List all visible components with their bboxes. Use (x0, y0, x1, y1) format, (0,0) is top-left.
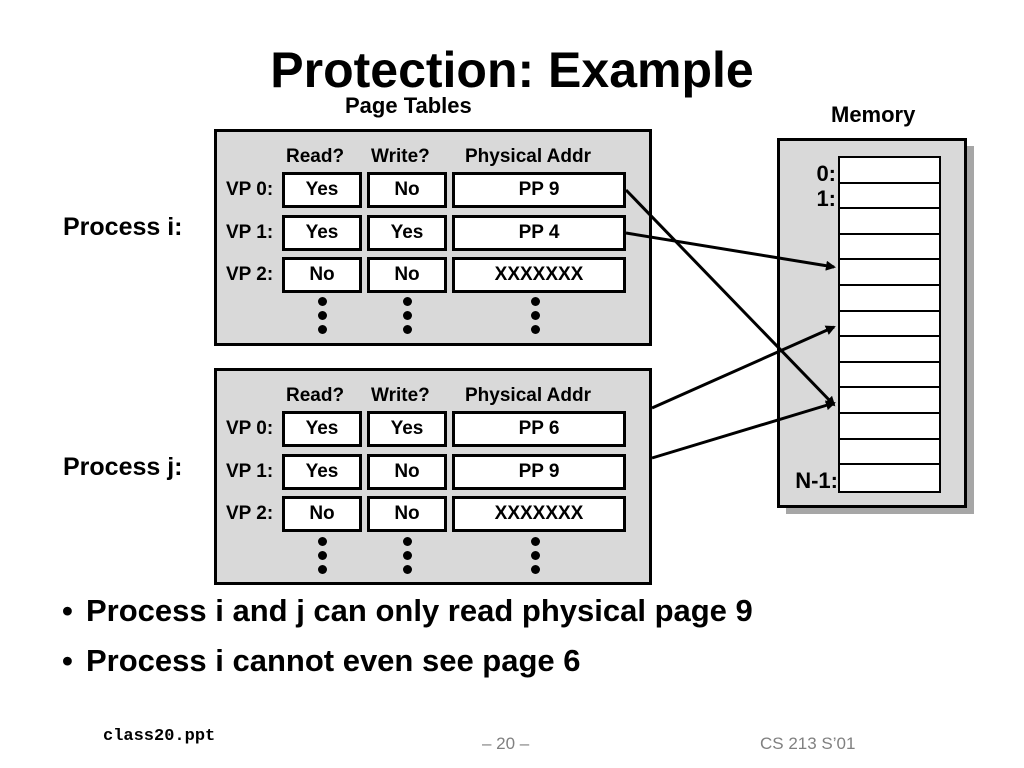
write-column-header: Write? (371, 146, 430, 167)
physical-addr-cell: PP 6 (452, 411, 626, 447)
memory-page (840, 440, 939, 466)
arrow-pp6 (651, 325, 836, 410)
write-column-header: Write? (371, 385, 430, 406)
ellipsis-dots (318, 537, 328, 579)
vp-label: VP 1: (226, 222, 274, 243)
physical-addr-cell: PP 4 (452, 215, 626, 251)
memory-page (840, 414, 939, 440)
memory-page (840, 260, 939, 286)
bullet-item: • Process i and j can only read physical … (62, 593, 753, 629)
memory-page (840, 235, 939, 261)
vp-label: VP 0: (226, 418, 274, 439)
physical-addr-column-header: Physical Addr (465, 146, 592, 167)
memory-page (840, 209, 939, 235)
read-cell: No (282, 496, 362, 532)
ellipsis-dots (531, 537, 541, 579)
process-i-label: Process i: (63, 213, 183, 241)
read-cell: No (282, 257, 362, 293)
read-cell: Yes (282, 454, 362, 490)
memory-page (840, 363, 939, 389)
memory-address-label: 1: (816, 186, 836, 211)
write-cell: Yes (367, 215, 447, 251)
read-column-header: Read? (286, 146, 345, 167)
bullet-dot: • (62, 643, 73, 678)
slide-title: Protection: Example (270, 42, 754, 98)
physical-addr-cell: XXXXXXX (452, 496, 626, 532)
physical-addr-cell: XXXXXXX (452, 257, 626, 293)
vp-label: VP 2: (226, 503, 274, 524)
ellipsis-dots (403, 537, 413, 579)
ellipsis-dots (403, 297, 413, 339)
memory-page (840, 286, 939, 312)
memory-page (840, 337, 939, 363)
memory-page (840, 184, 939, 210)
memory-page (840, 388, 939, 414)
read-cell: Yes (282, 215, 362, 251)
page-tables-label: Page Tables (345, 93, 472, 118)
physical-addr-column-header: Physical Addr (465, 385, 592, 406)
ellipsis-dots (531, 297, 541, 339)
physical-addr-cell: PP 9 (452, 454, 626, 490)
vp-label: VP 0: (226, 179, 274, 200)
memory-label: Memory (831, 102, 916, 127)
read-column-header: Read? (286, 385, 345, 406)
arrow-pp9-j (651, 400, 836, 460)
write-cell: No (367, 454, 447, 490)
memory-pages (838, 156, 941, 493)
write-cell: No (367, 496, 447, 532)
ellipsis-dots (318, 297, 328, 339)
footer-filename: class20.ppt (103, 727, 216, 746)
process-j-label: Process j: (63, 453, 183, 481)
memory-address-label: N-1: (795, 468, 838, 493)
read-cell: Yes (282, 411, 362, 447)
write-cell: Yes (367, 411, 447, 447)
bullet-item: • Process i cannot even see page 6 (62, 643, 581, 679)
bullet-dot: • (62, 593, 73, 628)
memory-address-label: 0: (816, 161, 836, 186)
physical-addr-cell: PP 9 (452, 172, 626, 208)
write-cell: No (367, 172, 447, 208)
arrow-pp4 (625, 231, 836, 271)
write-cell: No (367, 257, 447, 293)
footer-page-number: – 20 – (482, 734, 530, 753)
read-cell: Yes (282, 172, 362, 208)
bullet-text: Process i cannot even see page 6 (86, 643, 581, 678)
bullet-text: Process i and j can only read physical p… (86, 593, 753, 628)
vp-label: VP 2: (226, 264, 274, 285)
footer-course: CS 213 S’01 (760, 734, 856, 753)
memory-page (840, 312, 939, 338)
memory-page (840, 158, 939, 184)
vp-label: VP 1: (226, 461, 274, 482)
arrow-pp9 (624, 188, 836, 407)
